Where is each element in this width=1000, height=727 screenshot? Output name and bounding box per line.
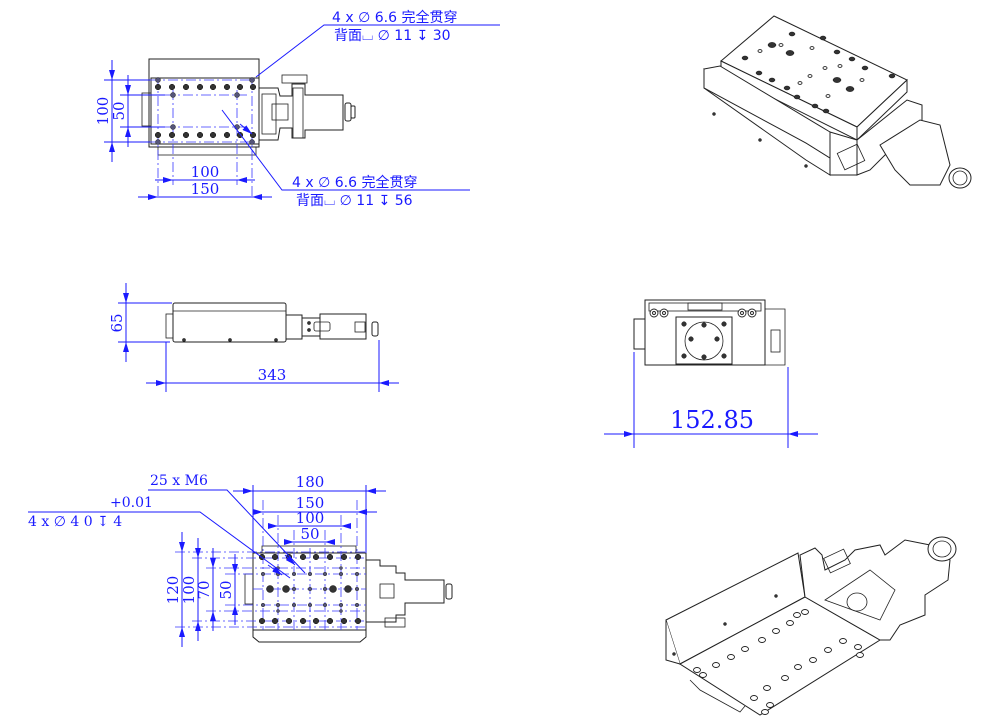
top-view-holes xyxy=(154,77,257,145)
dim-width-152-85: 152.85 xyxy=(670,406,754,434)
callout-lower-line2: 背面⌴ ∅ 11 ↧ 56 xyxy=(296,193,413,209)
dim-v-120: 120 xyxy=(164,576,182,605)
isometric-top-view xyxy=(703,15,972,189)
callout-pin-tolerance: +0.01 xyxy=(110,495,153,511)
dim-100: 100 xyxy=(296,509,325,527)
bottom-view-holes xyxy=(258,553,362,625)
callout-upper-line2: 背面⌴ ∅ 11 ↧ 30 xyxy=(334,28,451,44)
isometric-bottom-view xyxy=(665,536,957,716)
iso-bottom-holes xyxy=(693,609,864,715)
dim-180: 180 xyxy=(296,473,325,491)
callout-upper-line1: 4 x ∅ 6.6 完全贯穿 xyxy=(332,9,457,26)
dim-50: 50 xyxy=(300,525,319,543)
callout-pin-holes: 4 x ∅ 4 0 ↧ 4 xyxy=(28,514,122,530)
dim-length-343: 343 xyxy=(258,366,287,384)
dim-height-65: 65 xyxy=(108,313,126,332)
callout-thread-m6: 25 x M6 xyxy=(150,473,208,489)
dim-v-50: 50 xyxy=(217,580,235,599)
bottom-view: 180 150 100 50 120 100 70 50 25 x xyxy=(28,473,453,647)
dim-vertical-100: 100 xyxy=(94,97,112,126)
side-view: 65 343 xyxy=(108,283,399,392)
end-view: 152.85 xyxy=(604,299,818,448)
dim-vertical-50: 50 xyxy=(110,101,128,120)
dim-150: 150 xyxy=(296,494,325,512)
iso-top-holes xyxy=(741,31,896,114)
dim-horizontal-100: 100 xyxy=(191,163,220,181)
callout-lower-line1: 4 x ∅ 6.6 完全贯穿 xyxy=(292,174,417,191)
dim-horizontal-150: 150 xyxy=(191,180,220,198)
top-view: 100 50 100 150 4 x ∅ 6.6 完全贯穿 背面⌴ ∅ 11 ↧… xyxy=(94,9,500,209)
dim-v-100: 100 xyxy=(180,576,198,605)
dim-v-70: 70 xyxy=(195,580,213,599)
